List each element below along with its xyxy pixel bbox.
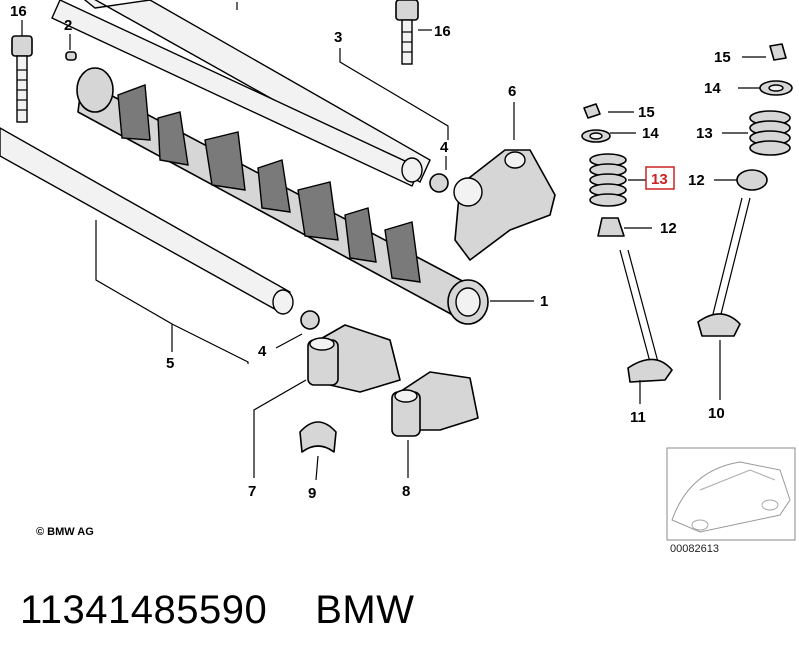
callout-15-intake: 15 (638, 104, 655, 121)
valve-assembly-intake (581, 103, 673, 383)
callout-4-upper: 4 (440, 139, 449, 156)
bolt-16-left (11, 35, 33, 123)
thrust-ring-lower (300, 310, 320, 330)
part-footer: 11341485590 BMW (20, 588, 415, 633)
callout-16-left: 16 (10, 3, 27, 20)
rocker-arm-6 (453, 149, 556, 261)
callout-2: 2 (64, 17, 72, 34)
callout-16-right: 16 (434, 23, 451, 40)
vehicle-inset (666, 447, 796, 541)
callout-13-intake-highlighted: 13 (651, 171, 668, 188)
diagram-reference-number: 00082613 (670, 543, 719, 555)
bolt-16-right (395, 0, 419, 65)
thrust-ring-upper (429, 173, 449, 193)
callout-7: 7 (248, 483, 256, 500)
callout-3: 3 (334, 29, 342, 46)
callout-10: 10 (708, 405, 725, 422)
copyright-label: © BMW AG (36, 526, 94, 538)
callout-14-intake: 14 (642, 125, 659, 142)
callout-11: 11 (630, 409, 646, 426)
callout-14-exhaust: 14 (704, 80, 721, 97)
callout-1: 1 (540, 293, 548, 310)
callout-5: 5 (166, 355, 174, 372)
part-number: 11341485590 (20, 588, 268, 632)
dowel-pin-2 (65, 51, 77, 61)
bearing-shell-9 (299, 421, 337, 453)
highlight-box (645, 166, 675, 190)
rocker-shaft-lower (0, 127, 294, 315)
brand-name: BMW (315, 588, 415, 632)
callout-6: 6 (508, 83, 516, 100)
rocker-arm-8 (391, 371, 479, 437)
valve-assembly-exhaust (697, 43, 793, 337)
callout-13-exhaust: 13 (696, 125, 713, 142)
callout-4-lower: 4 (258, 343, 267, 360)
callout-12-exhaust: 12 (688, 172, 705, 189)
callout-8: 8 (402, 483, 410, 500)
callout-9: 9 (308, 485, 316, 502)
callout-12-intake: 12 (660, 220, 677, 237)
rocker-arm-7 (307, 324, 401, 393)
callout-15-exhaust: 15 (714, 49, 731, 66)
rocker-shaft-upper (51, 0, 431, 187)
camshaft (76, 67, 489, 325)
